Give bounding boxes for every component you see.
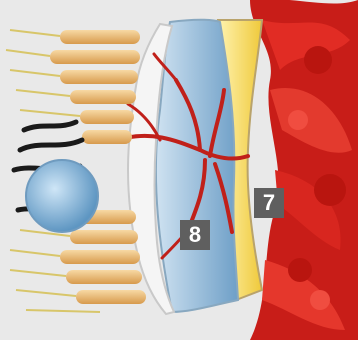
- choroid-vessels: [250, 0, 358, 340]
- retina-layer: [156, 20, 238, 312]
- label-7: 7: [254, 188, 284, 218]
- label-8: 8: [180, 220, 210, 250]
- blue-sphere: [26, 160, 98, 232]
